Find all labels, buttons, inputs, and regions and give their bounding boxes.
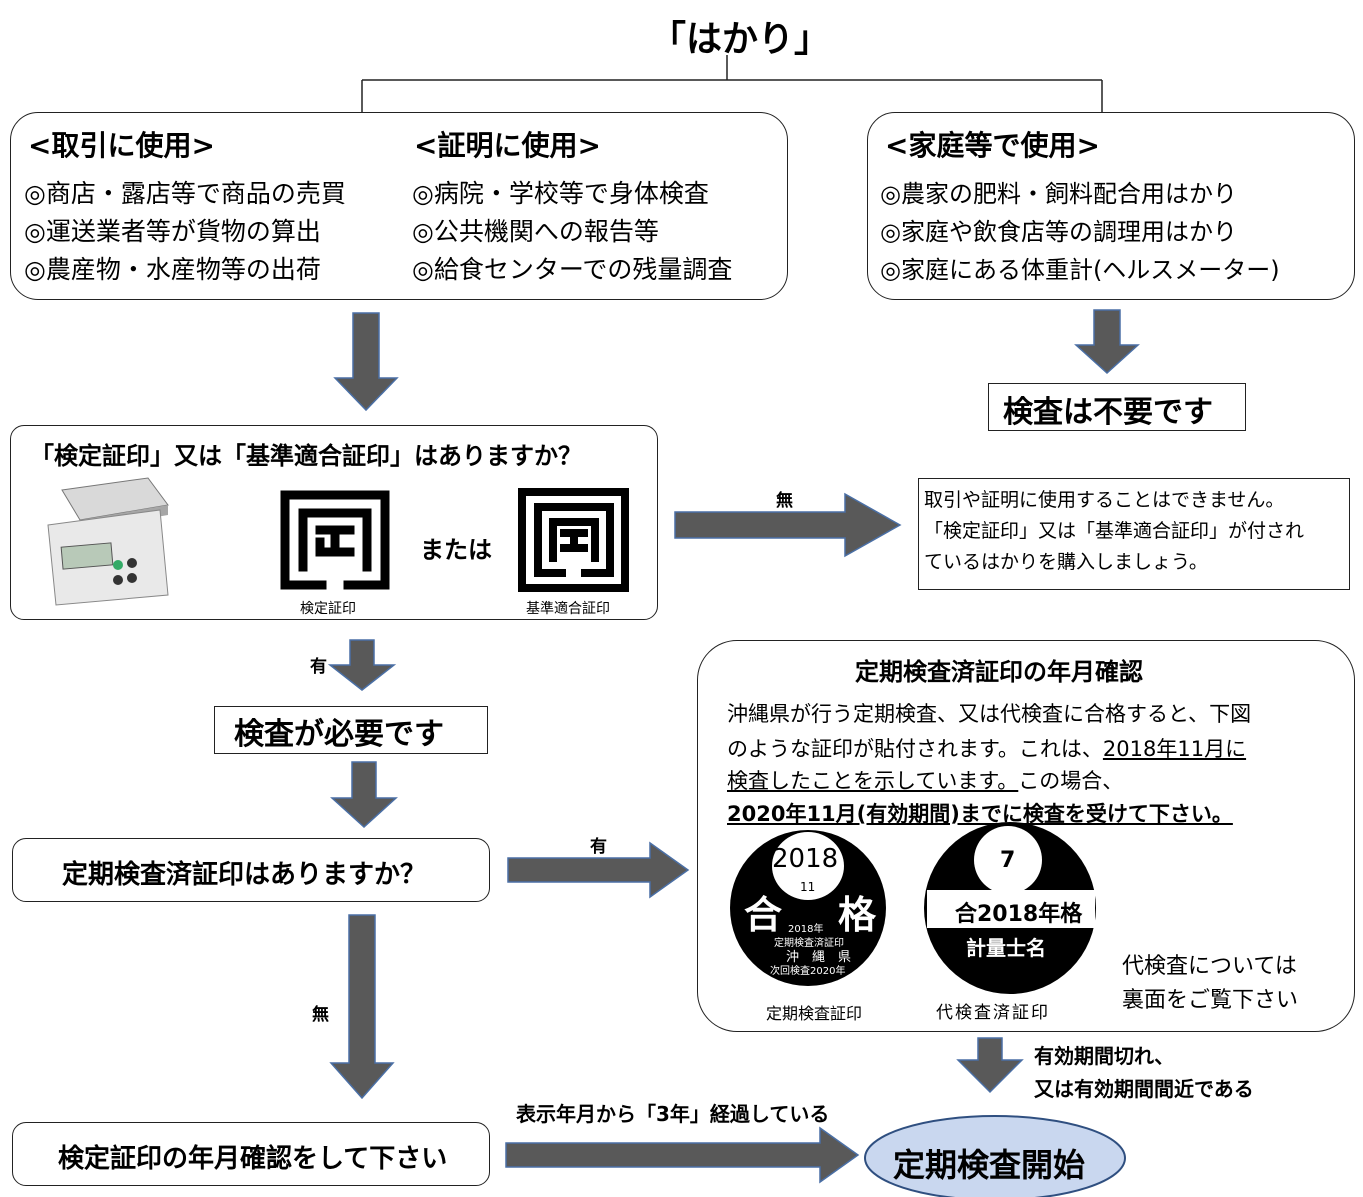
cannot-use-line-1: 取引や証明に使用することはできません。 (924, 489, 1285, 511)
seal1-small-1: 2018年 (788, 924, 824, 935)
yes-label-2: 有 (590, 837, 607, 857)
seal1-right-char: 格 (838, 893, 877, 937)
trade-item-2: ◎運送業者等が貨物の算出 (24, 217, 321, 246)
down-arrow-none (329, 914, 395, 1100)
cannot-use-box (918, 478, 1350, 590)
page-title: 「はかり」 (650, 19, 831, 60)
or-text: または (420, 536, 492, 564)
periodic-line-4: 2020年11月(有効期間)までに検査を受けて下さい。 (727, 802, 1233, 826)
trade-item-1: ◎商店・露店等で商品の売買 (24, 179, 346, 208)
periodic-line-2-plain: のような証印が貼付されます。これは、 (727, 737, 1103, 761)
substitute-note-1: 代検査については (1122, 954, 1297, 979)
periodic-line-3: 検査したことを示しています。この場合、 (727, 765, 1123, 795)
seal2-caption: 代検査済証印 (936, 1003, 1050, 1023)
no-inspection-box (988, 383, 1246, 431)
trade-heading: <取引に使用> (28, 129, 215, 162)
expired-line-1: 有効期間切れ、 (1034, 1044, 1175, 1068)
elapsed-label: 表示年月から「3年」経過している (516, 1102, 830, 1126)
mark2-caption: 基準適合証印 (526, 601, 610, 617)
cannot-use-line-2: 「検定証印」又は「基準適合証印」が付され (924, 520, 1305, 542)
seal1-small-2: 定期検査済証印 (774, 938, 844, 949)
no-inspection-text: 検査は不要です (1003, 395, 1213, 430)
proof-item-3: ◎給食センターでの残量調査 (412, 255, 733, 284)
business-use-box (10, 112, 788, 300)
proof-heading: <証明に使用> (414, 129, 601, 162)
seal2-band: 合2018年格 (955, 902, 1083, 927)
none-label-2: 無 (312, 1005, 329, 1025)
inspection-required-box (214, 706, 488, 754)
seal1-year: 2018 (772, 844, 839, 874)
start-text: 定期検査開始 (893, 1146, 1086, 1184)
mark1-caption: 検定証印 (300, 601, 356, 617)
periodic-line-3-underlined: 検査したことを示しています。 (727, 769, 1019, 793)
proof-item-1: ◎病院・学校等で身体検査 (412, 179, 709, 208)
expired-line-2: 又は有効期間間近である (1034, 1077, 1254, 1101)
down-arrow-2 (1074, 309, 1140, 375)
seal1-small-4: 次回検査2020年 (770, 966, 846, 977)
trade-item-3: ◎農産物・水産物等の出荷 (24, 255, 321, 284)
home-use-box (867, 112, 1355, 300)
check-date-text: 検定証印の年月確認をして下さい (58, 1144, 448, 1174)
seal1-month: 11 (800, 880, 816, 894)
home-item-2: ◎家庭や飲食店等の調理用はかり (880, 218, 1237, 246)
down-arrow-yes (327, 639, 397, 691)
proof-item-2: ◎公共機関への報告等 (412, 217, 659, 246)
home-heading: <家庭等で使用> (885, 129, 1100, 162)
seal1-small-3: 沖 縄 県 (786, 950, 852, 965)
periodic-question-box (12, 838, 490, 902)
mark-question: 「検定証印」又は「基準適合証印」はありますか？ (30, 442, 582, 470)
start-ellipse (864, 1115, 1126, 1197)
check-date-box (12, 1122, 490, 1186)
periodic-heading: 定期検査済証印の年月確認 (855, 658, 1143, 686)
periodic-line-2-underlined: 2018年11月に (1102, 737, 1247, 761)
down-arrow-1 (333, 312, 399, 412)
right-arrow-elapsed (505, 1126, 860, 1184)
right-arrow-none (674, 492, 902, 558)
substitute-note-2: 裏面をご覧下さい (1122, 988, 1299, 1013)
down-arrow-3 (330, 761, 398, 829)
right-arrow-yes (507, 841, 690, 899)
seal1-left-char: 合 (744, 893, 783, 937)
inspection-required-text: 検査が必要です (234, 717, 444, 752)
periodic-question: 定期検査済証印はありますか？ (62, 860, 427, 890)
seal1-caption: 定期検査証印 (766, 1004, 863, 1023)
down-arrow-expired (956, 1037, 1024, 1094)
seal2-bottom: 計量士名 (966, 936, 1046, 960)
periodic-line-1: 沖縄県が行う定期検査、又は代検査に合格すると、下図 (727, 702, 1252, 726)
home-item-1: ◎農家の肥料・飼料配合用はかり (880, 180, 1237, 208)
yes-label-1: 有 (310, 657, 327, 677)
cannot-use-line-3: ているはかりを購入しましょう。 (924, 551, 1208, 573)
none-label-1: 無 (776, 491, 793, 511)
periodic-line-3-plain: この場合、 (1018, 769, 1124, 793)
seal2-number: 7 (1000, 848, 1016, 873)
home-item-3: ◎家庭にある体重計(ヘルスメーター) (880, 256, 1280, 284)
periodic-line-2: のような証印が貼付されます。これは、2018年11月に (727, 733, 1246, 763)
